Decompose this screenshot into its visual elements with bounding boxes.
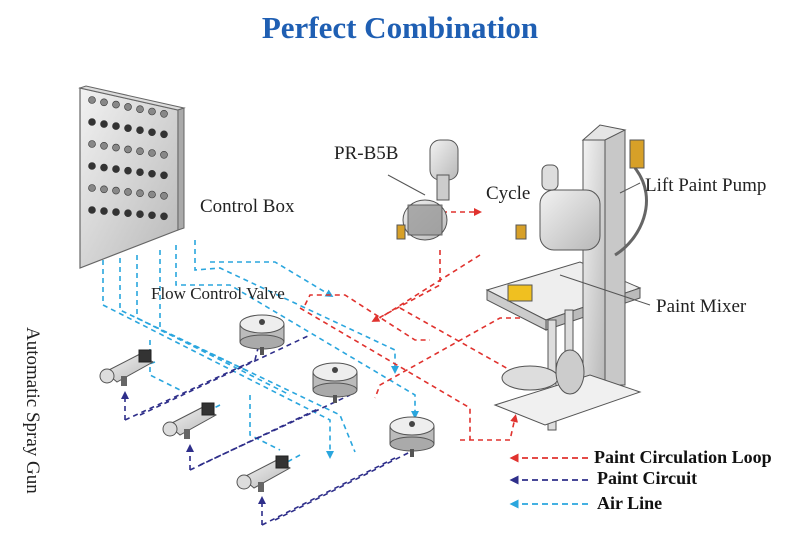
control-knob [100,142,108,150]
control-box-label: Control Box [200,196,295,217]
control-knob [136,105,144,113]
control-knob [88,206,96,214]
control-knob [136,189,144,197]
control-knob [136,147,144,155]
control-knob [136,126,144,134]
control-knob [100,207,108,215]
control-knob [136,210,144,218]
control-knob [100,185,108,194]
control-knob [160,212,168,221]
page-title: Perfect Combination [261,10,539,45]
control-knob [112,100,120,109]
flow-control-valve-label: Flow Control Valve [151,284,285,303]
control-knob [148,128,156,137]
control-knob [124,145,132,154]
control-knob [88,118,96,126]
legend-label-paint-loop: Paint Circulation Loop [594,447,772,467]
control-box [78,85,186,269]
control-knob [124,209,132,217]
spray-gun-icon [236,455,291,492]
flow-control-valve-icon [239,314,285,355]
control-knob [124,103,132,111]
control-knob [112,122,120,130]
control-knob [160,151,168,159]
control-knob [112,143,120,152]
legend [509,453,588,509]
control-knob [136,168,144,176]
control-knob [160,171,168,180]
control-knob [148,149,156,157]
control-knob [124,124,132,132]
flow-control-valve-icon [312,362,358,403]
control-knob [100,163,108,172]
control-knob [88,96,96,104]
paint-circuit-lines [121,334,421,526]
flow-control-valves [239,314,435,457]
control-knob [88,162,96,170]
pr-b5b-label: PR-B5B [334,143,399,164]
control-knob [160,110,168,118]
control-knob [124,188,132,196]
spray-guns [99,349,291,492]
control-knob [88,184,96,192]
control-knob [160,130,168,139]
pr-b5b-pump [387,139,459,241]
control-knob [160,192,168,200]
control-knob [124,166,132,175]
control-knobs [88,96,168,221]
control-knob [148,107,156,116]
flow-control-valve-icon [389,416,435,457]
control-knob [112,165,120,173]
control-knob [112,208,120,216]
legend-label-paint-circuit: Paint Circuit [597,468,698,488]
lift-paint-pump [485,124,651,431]
lift-paint-pump-label: Lift Paint Pump [645,175,767,196]
control-knob [112,186,120,195]
spray-gun-icon [162,402,217,439]
paint-mixer-label: Paint Mixer [656,296,747,317]
legend-label-air-line: Air Line [597,493,663,513]
control-knob [148,211,156,220]
control-knob [100,98,108,107]
control-knob [88,140,96,148]
automatic-spray-gun-label: Automatic Spray Gun [22,327,43,494]
control-knob [148,190,156,199]
paint-loop-lines [299,208,520,441]
control-knob [148,169,156,178]
spray-gun-icon [99,349,154,386]
cycle-label: Cycle [486,183,531,204]
control-knob [100,120,108,128]
